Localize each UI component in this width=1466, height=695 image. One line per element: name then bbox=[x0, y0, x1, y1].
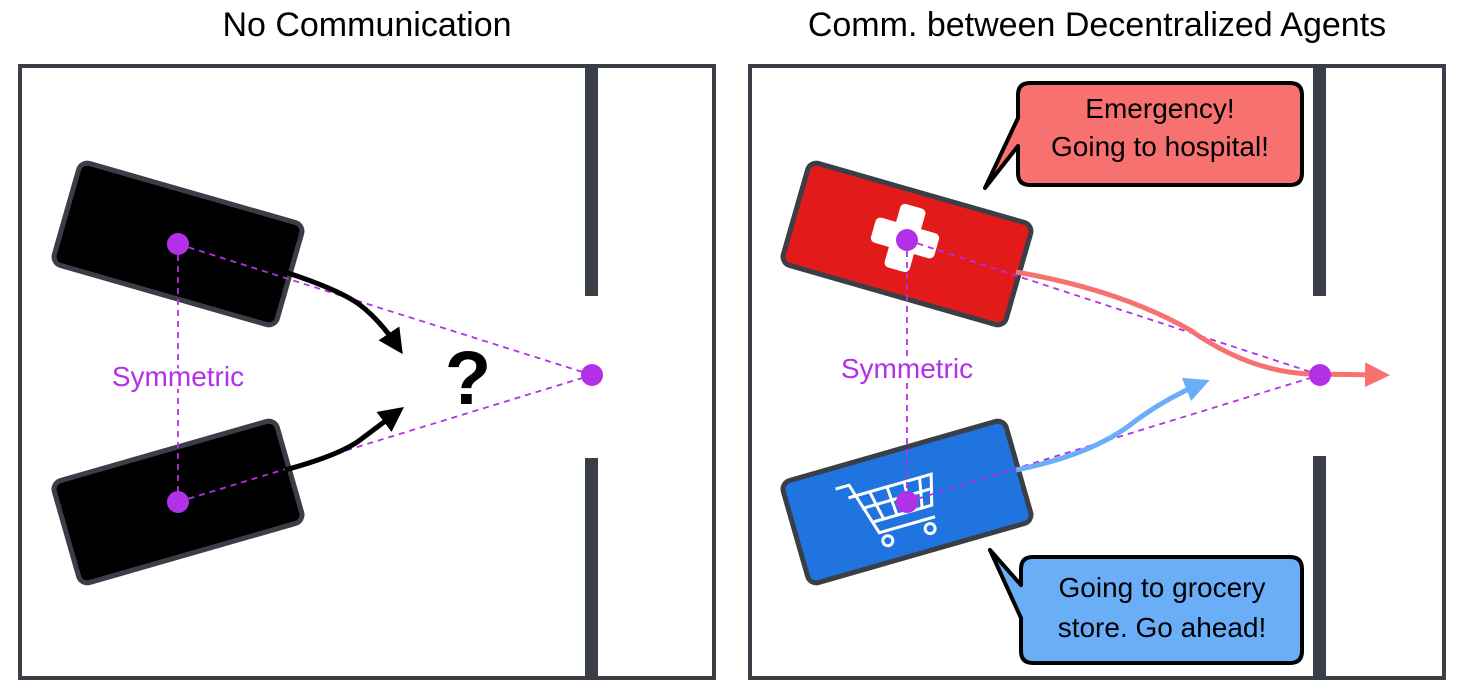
grocery-bubble-line2: store. Go ahead! bbox=[1058, 612, 1267, 643]
right-goal-point bbox=[1309, 364, 1331, 386]
left-goal-point bbox=[581, 364, 603, 386]
left-wall-bottom bbox=[585, 458, 598, 678]
left-arrow-top bbox=[284, 269, 403, 355]
left-arrow-bottom bbox=[284, 406, 404, 473]
left-panel-frame bbox=[18, 64, 716, 680]
left-panel: Symmetric ? bbox=[18, 64, 716, 680]
left-symmetric-label: Symmetric bbox=[112, 361, 244, 392]
question-mark: ? bbox=[445, 336, 491, 421]
emergency-speech-bubble: Emergency! Going to hospital! bbox=[983, 81, 1304, 190]
right-panel-frame bbox=[748, 64, 1446, 680]
left-vehicle-bottom-center bbox=[167, 491, 189, 513]
ambulance-center bbox=[896, 229, 918, 251]
left-dashed-lines bbox=[177, 243, 593, 503]
shopping-car-path bbox=[1015, 377, 1210, 473]
grocery-bubble-line1: Going to grocery bbox=[1059, 572, 1266, 603]
left-panel-title: No Communication bbox=[222, 6, 512, 44]
left-vehicle-top-center bbox=[167, 233, 189, 255]
right-wall-top bbox=[1313, 66, 1326, 296]
grocery-speech-bubble: Going to grocery store. Go ahead! bbox=[988, 548, 1304, 665]
right-wall-bottom bbox=[1313, 456, 1326, 678]
ambulance-path bbox=[1015, 269, 1390, 388]
right-panel: Symmetric Emergency! Going to hospital! … bbox=[748, 64, 1446, 680]
left-wall-top bbox=[585, 66, 598, 296]
emergency-bubble-line2: Going to hospital! bbox=[1051, 131, 1269, 162]
right-symmetric-label: Symmetric bbox=[841, 353, 973, 384]
shopping-car-center bbox=[896, 491, 918, 513]
shopping-cart-icon bbox=[835, 472, 937, 548]
emergency-bubble-line1: Emergency! bbox=[1085, 93, 1234, 124]
right-panel-title: Comm. between Decentralized Agents bbox=[807, 6, 1387, 44]
